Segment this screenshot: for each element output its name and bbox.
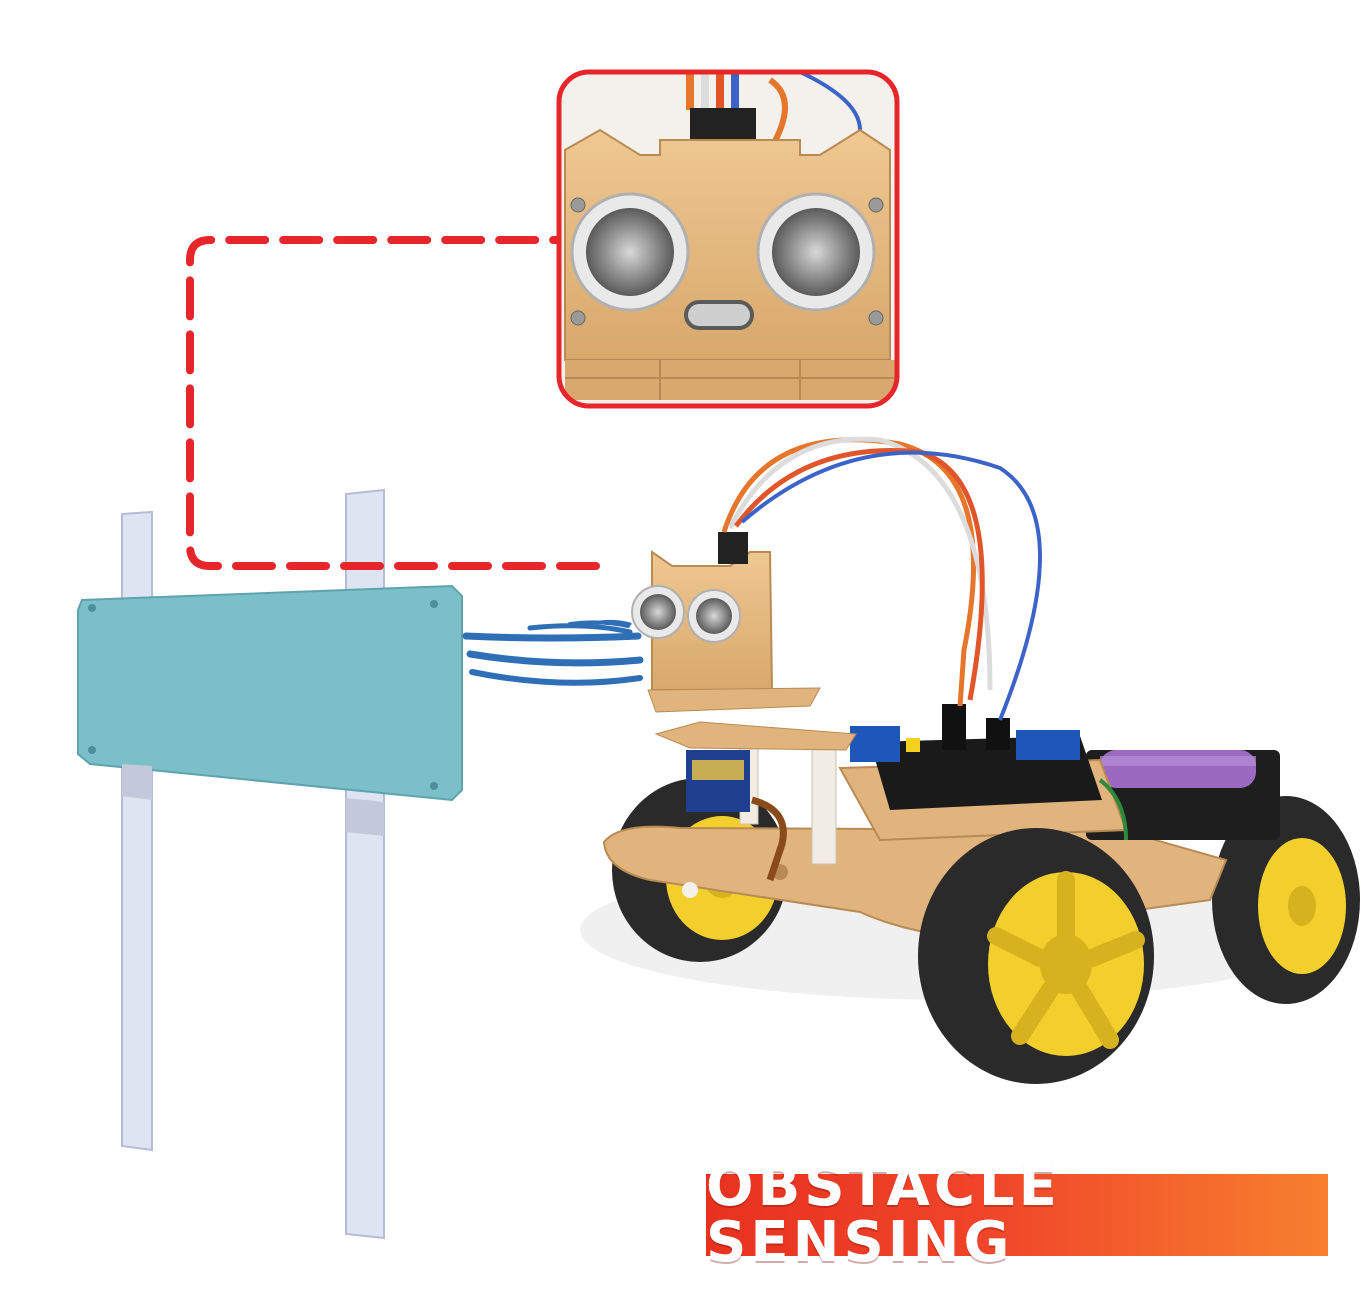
obstacle-sensing-banner: OBSTACLE SENSING — [706, 1159, 1328, 1271]
banner-title: OBSTACLE SENSING — [706, 1154, 1061, 1275]
ultrasonic-sensor-icon — [556, 69, 900, 409]
sound-wave-icon — [462, 619, 644, 686]
sign-panel — [77, 584, 463, 802]
wheel-front-left — [918, 828, 1154, 1084]
robot-car-icon — [580, 436, 1360, 1084]
dashed-connector — [186, 236, 600, 570]
obstacle-sign-icon — [77, 488, 463, 1240]
wheel-rear-right — [1212, 796, 1360, 1004]
